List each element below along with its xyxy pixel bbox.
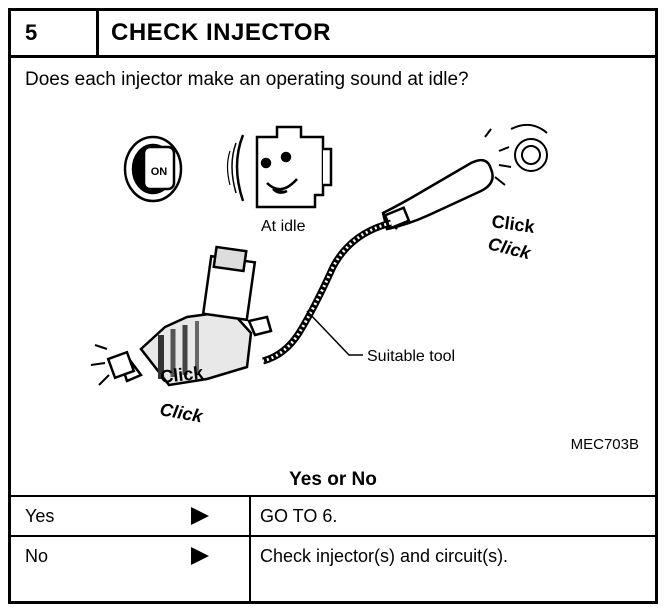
answer-row-no: No Check injector(s) and circuit(s). [11, 535, 655, 601]
step-question: Does each injector make an operating sou… [25, 69, 469, 90]
engine-caption: At idle [261, 218, 306, 235]
diagnostic-step-panel: 5 CHECK INJECTOR Does each injector make… [8, 8, 658, 604]
row-divider [249, 537, 251, 601]
click-sound-bottom-1: Click [159, 362, 205, 386]
triangle-arrow-icon [191, 507, 209, 525]
row-divider [249, 497, 251, 535]
engine-idle-icon [226, 125, 333, 209]
click-sound-bottom-2: Click [158, 399, 205, 426]
triangle-arrow-icon [191, 547, 209, 565]
answer-label: No [25, 546, 49, 566]
sound-waves-icon [90, 344, 110, 386]
answer-action: GO TO 6. [260, 506, 338, 526]
click-sound-top-2: Click [486, 233, 534, 263]
answer-row-yes: Yes GO TO 6. [11, 495, 655, 535]
ignition-on-label: ON [151, 166, 168, 178]
sound-waves-icon [484, 123, 548, 186]
step-title: CHECK INJECTOR [111, 19, 331, 46]
ignition-key-icon: ON [123, 135, 183, 203]
yes-no-heading: Yes or No [289, 469, 377, 490]
answer-label: Yes [25, 506, 55, 526]
fuel-injector-icon [106, 245, 273, 387]
step-header: 5 CHECK INJECTOR [11, 11, 655, 58]
tool-callout-label: Suitable tool [367, 348, 455, 365]
figure-code: MEC703B [571, 436, 639, 453]
tool-callout-leader [306, 310, 363, 356]
stethoscope-tool [261, 158, 494, 365]
step-number: 5 [11, 11, 99, 55]
click-sound-top-1: Click [490, 211, 536, 237]
answer-action: Check injector(s) and circuit(s). [260, 546, 509, 566]
injector-check-illustration: ON At idle Cl [90, 123, 639, 453]
